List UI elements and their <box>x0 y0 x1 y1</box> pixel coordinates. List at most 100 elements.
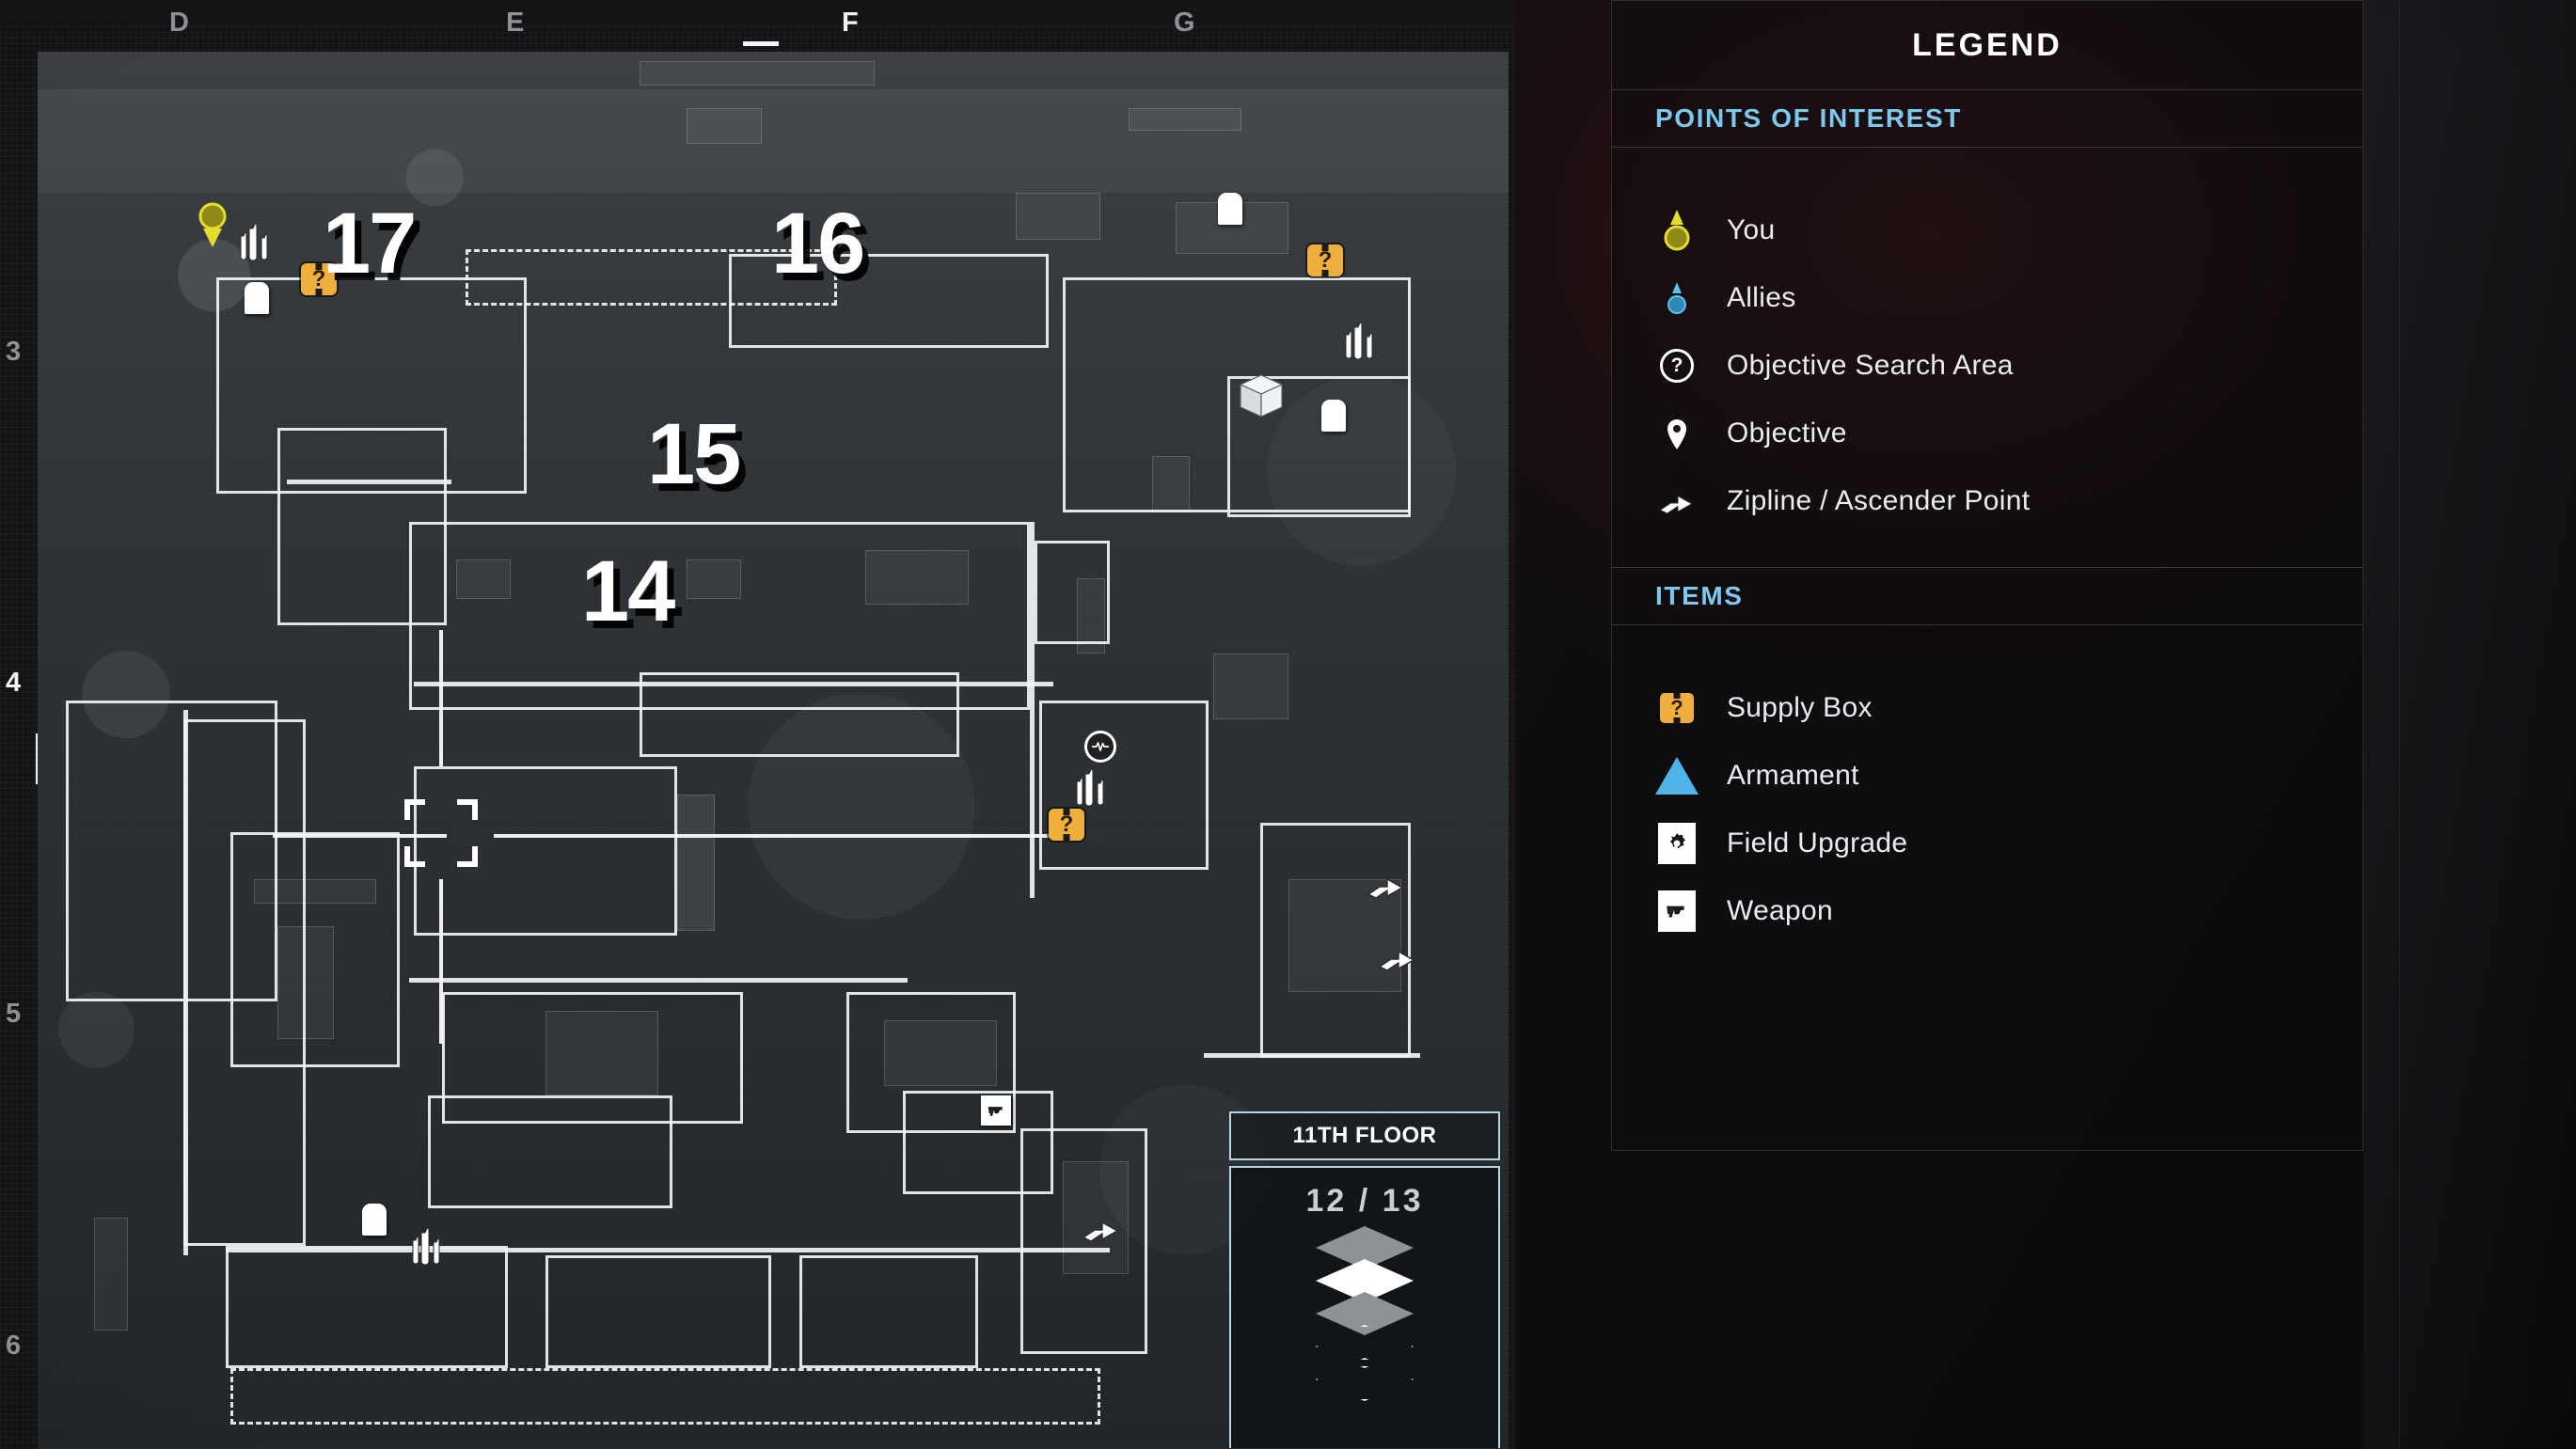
legend-section-header-poi: POINTS OF INTEREST <box>1611 89 2363 148</box>
wall-west-vertical <box>183 710 188 1255</box>
building-block-center-2 <box>640 672 959 757</box>
legend-item-label-supply-box: Supply Box <box>1727 692 1873 723</box>
map-detail-4 <box>1077 578 1105 654</box>
objective-pin-icon <box>1651 408 1702 459</box>
field-upgrade-marker-15[interactable] <box>1084 731 1116 763</box>
zipline-marker-south[interactable] <box>1082 1213 1118 1242</box>
objective-search-area-icon: ? <box>1651 340 1702 391</box>
floor-layer-4[interactable] <box>1316 1325 1414 1368</box>
building-block-south-boundary <box>230 1368 1100 1425</box>
objective-pin-marker-17[interactable] <box>245 282 269 314</box>
map-detail-14 <box>94 1218 128 1331</box>
wall-east-link <box>1204 1053 1420 1058</box>
building-block-south-6 <box>545 1255 771 1368</box>
floor-layer-5[interactable] <box>1316 1358 1414 1401</box>
weapon-icon <box>1651 886 1702 937</box>
ammo-marker-south[interactable] <box>412 1225 444 1269</box>
legend-header: LEGEND <box>1611 0 2363 90</box>
building-block-west-large <box>66 701 277 1001</box>
objective-pin-marker-16[interactable] <box>1218 193 1242 225</box>
cursor-crosshair-vertical-lower <box>439 879 443 1044</box>
map-canvas[interactable]: ? ? <box>38 52 1509 1449</box>
grid-column-label-e: E <box>506 8 526 38</box>
map-parking-1 <box>687 108 762 144</box>
supply-box-marker-16[interactable]: ? <box>1307 244 1343 276</box>
armament-triangle-glyph <box>1655 757 1699 795</box>
question-mark-circle-glyph: ? <box>1660 349 1694 383</box>
legend-title: LEGEND <box>1912 26 2062 63</box>
zipline-marker-east-upper[interactable] <box>1367 870 1403 899</box>
player-you-marker[interactable] <box>197 202 229 247</box>
map-detail-11 <box>545 1011 658 1095</box>
grid-row-label-4: 4 <box>6 668 23 698</box>
supply-box-marker-17[interactable]: ? <box>301 263 337 295</box>
allies-marker-icon <box>1651 273 1702 323</box>
wall-north-span <box>414 682 1053 686</box>
map-parking-3 <box>1129 108 1241 131</box>
legend-item-label-allies: Allies <box>1727 282 1796 313</box>
building-block-north-center <box>466 249 837 306</box>
objective-pin-marker-east[interactable] <box>1321 400 1346 432</box>
building-block-center <box>409 522 1030 710</box>
building-block-south-2 <box>846 992 1016 1133</box>
weapon-square <box>1658 890 1696 932</box>
wall-center-horizontal <box>409 978 908 983</box>
grid-row-label-3: 3 <box>6 337 23 367</box>
grid-row-label-5: 5 <box>6 999 23 1029</box>
map-detail-5 <box>1152 456 1190 512</box>
building-block-south-5 <box>226 1246 508 1368</box>
ammo-marker-15[interactable] <box>1076 766 1108 811</box>
map-detail-1 <box>456 559 511 599</box>
field-upgrade-icon <box>1651 818 1702 869</box>
supply-crate-3d-marker[interactable] <box>1237 371 1286 420</box>
building-block-south-3 <box>903 1091 1053 1194</box>
legend-section-label-items: ITEMS <box>1655 581 1744 610</box>
legend-section-body-items: ? Supply Box Armament <box>1611 624 2363 1151</box>
ammo-marker-17[interactable] <box>240 221 272 265</box>
building-block-south-4 <box>428 1095 672 1208</box>
grid-column-active-tick <box>743 41 779 46</box>
legend-item-label-field-upgrade: Field Upgrade <box>1727 827 1908 858</box>
floor-layer-stack[interactable]: 12 / 13 <box>1229 1166 1500 1448</box>
map-detail-12 <box>884 1020 997 1086</box>
building-block-north-center-2 <box>729 254 1049 348</box>
map-detail-2 <box>687 559 741 599</box>
map-parking-2 <box>640 61 875 86</box>
objective-pin-marker-south[interactable] <box>362 1204 387 1236</box>
cursor-reticle[interactable] <box>404 799 478 867</box>
legend-panel: LEGEND POINTS OF INTEREST You <box>1611 0 2363 1449</box>
tactical-map[interactable]: D E F G 3 4 5 6 <box>0 0 1516 1449</box>
weapon-marker-14[interactable] <box>981 1095 1011 1126</box>
map-detail-7 <box>254 879 376 904</box>
map-detail-13 <box>1063 1161 1129 1274</box>
supply-box-marker-15[interactable]: ? <box>1049 809 1084 841</box>
map-detail-6 <box>677 795 715 931</box>
legend-item-supply-box: ? Supply Box <box>1612 674 2363 742</box>
wall-south-span <box>226 1248 1110 1252</box>
legend-section-header-items: ITEMS <box>1611 567 2363 625</box>
floor-count-label: 12 / 13 <box>1305 1183 1424 1219</box>
ammo-marker-east[interactable] <box>1345 320 1377 364</box>
supply-box-icon: ? <box>1651 683 1702 733</box>
zipline-ascender-icon <box>1651 476 1702 527</box>
building-block-east-mid <box>1035 541 1110 644</box>
legend-section-label-poi: POINTS OF INTEREST <box>1655 103 1962 133</box>
floor-title-bar[interactable]: 11TH FLOOR <box>1229 1111 1500 1160</box>
map-detail-9 <box>1213 654 1288 719</box>
legend-item-label-objective-search-area: Objective Search Area <box>1727 350 2014 381</box>
background-right-edge <box>2363 0 2576 1449</box>
floor-layer-3[interactable] <box>1316 1292 1414 1335</box>
legend-item-label-you: You <box>1727 214 1776 245</box>
building-block-ne-inner <box>1227 376 1411 517</box>
building-block-garden <box>230 832 400 1067</box>
legend-item-allies: Allies <box>1612 264 2363 332</box>
cursor-crosshair-vertical <box>439 630 443 766</box>
grid-column-label-g: G <box>1174 8 1196 38</box>
floor-selector[interactable]: 11TH FLOOR 12 / 13 <box>1229 1111 1500 1448</box>
building-block-west-mid <box>277 428 447 625</box>
map-detail-8 <box>277 926 334 1039</box>
grid-row-label-6: 6 <box>6 1331 23 1361</box>
zipline-marker-east-lower[interactable] <box>1378 942 1414 971</box>
supply-box-glyph: ? <box>1660 693 1694 723</box>
